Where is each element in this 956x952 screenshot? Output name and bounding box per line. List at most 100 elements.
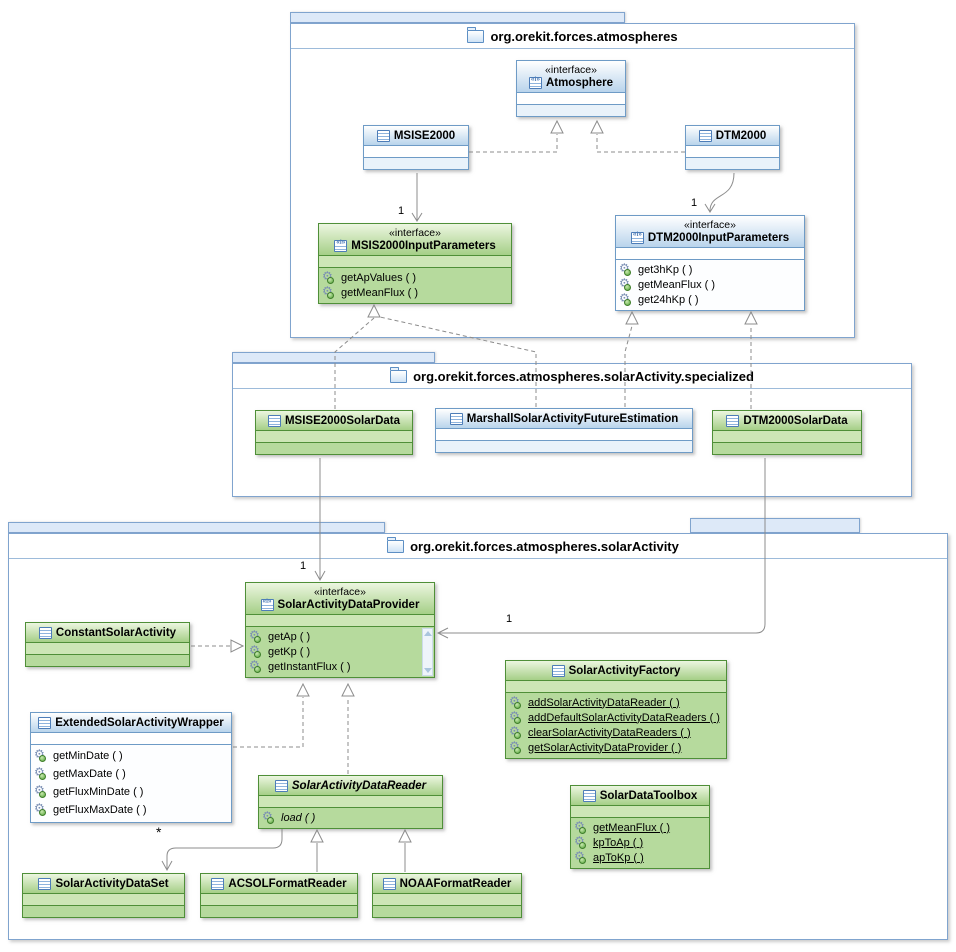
package-tab-solaractivity[interactable]	[8, 522, 385, 533]
method-row[interactable]: getKp ( )	[246, 644, 421, 659]
class-solardatatoolbox[interactable]: SolarDataToolbox getMeanFlux ( ) kpToAp …	[570, 785, 710, 869]
class-header: SolarActivityDataSet	[23, 874, 184, 894]
class-dtm2000inputparameters[interactable]: «interface» DTM2000InputParameters get3h…	[615, 215, 805, 311]
operations-compartment	[713, 443, 861, 454]
multiplicity-label: 1	[506, 613, 513, 625]
class-header: SolarDataToolbox	[571, 786, 709, 806]
class-header: MarshallSolarActivityFutureEstimation	[436, 409, 692, 429]
class-name: Atmosphere	[545, 77, 614, 89]
method-label: load ( )	[281, 811, 316, 824]
method-label: getFluxMaxDate ( )	[53, 804, 147, 816]
method-row[interactable]: getApValues ( )	[319, 270, 511, 285]
class-name: DTM2000	[715, 130, 767, 142]
method-icon	[34, 784, 49, 798]
class-dtm2000[interactable]: DTM2000	[685, 125, 780, 170]
method-row[interactable]: getInstantFlux ( )	[246, 659, 421, 674]
operations-compartment: load ( )	[259, 808, 442, 828]
operations-compartment: getMinDate ( ) getMaxDate ( ) getFluxMin…	[31, 745, 231, 822]
stereotype-label: «interface»	[545, 64, 597, 76]
package-tab-atmospheres[interactable]	[290, 12, 625, 23]
method-icon	[34, 766, 49, 780]
class-name: NOAAFormatReader	[399, 878, 512, 890]
method-label: kpToAp ( )	[593, 836, 644, 849]
class-solaractivitydatareader[interactable]: SolarActivityDataReader load ( )	[258, 775, 443, 829]
attributes-compartment	[517, 93, 625, 105]
class-extendedsolaractivitywrapper[interactable]: ExtendedSolarActivityWrapper getMinDate …	[30, 712, 232, 823]
method-icon	[249, 629, 264, 643]
package-header-atmospheres[interactable]: org.orekit.forces.atmospheres	[291, 24, 854, 49]
attributes-compartment	[26, 643, 189, 655]
method-row[interactable]: apToKp ( )	[571, 850, 709, 865]
interface-icon	[260, 599, 274, 611]
method-icon	[34, 802, 49, 816]
method-row[interactable]: getFluxMinDate ( )	[31, 783, 231, 801]
method-label: getMeanFlux ( )	[593, 821, 671, 834]
class-icon	[267, 415, 281, 427]
method-row[interactable]: addSolarActivityDataReader ( )	[506, 695, 726, 710]
multiplicity-label: *	[156, 824, 162, 840]
interface-icon	[528, 77, 542, 89]
class-constantsolaractivity[interactable]: ConstantSolarActivity	[25, 622, 190, 667]
package-header-specialized[interactable]: org.orekit.forces.atmospheres.solarActiv…	[233, 364, 911, 389]
attributes-compartment	[571, 806, 709, 818]
class-msise2000[interactable]: MSISE2000	[363, 125, 469, 170]
scroll-up-icon[interactable]	[424, 631, 432, 636]
class-dtm2000solardata[interactable]: DTM2000SolarData	[712, 410, 862, 455]
method-row[interactable]: getMaxDate ( )	[31, 765, 231, 783]
method-label: apToKp ( )	[593, 851, 644, 864]
method-icon	[574, 835, 589, 849]
package-header-solaractivity[interactable]: org.orekit.forces.atmospheres.solarActiv…	[9, 534, 947, 559]
attributes-compartment	[364, 146, 468, 158]
operations-compartment	[201, 906, 357, 917]
stereotype-label: «interface»	[314, 586, 366, 598]
package-tab-fragment	[690, 518, 860, 533]
method-row[interactable]: getAp ( )	[246, 629, 421, 644]
attributes-compartment	[259, 796, 442, 808]
operations-compartment: addSolarActivityDataReader ( ) addDefaul…	[506, 693, 726, 758]
class-solaractivitydataprovider[interactable]: «interface» SolarActivityDataProvider ge…	[245, 582, 435, 678]
class-msise2000solardata[interactable]: MSISE2000SolarData	[255, 410, 413, 455]
method-icon	[509, 740, 524, 754]
class-msis2000inputparameters[interactable]: «interface» MSIS2000InputParameters getA…	[318, 223, 512, 304]
class-header: SolarActivityDataReader	[259, 776, 442, 796]
method-label: getAp ( )	[268, 630, 311, 643]
method-row[interactable]: getMinDate ( )	[31, 747, 231, 765]
class-solaractivityfactory[interactable]: SolarActivityFactory addSolarActivityDat…	[505, 660, 727, 759]
class-name: DTM2000InputParameters	[647, 232, 790, 244]
package-tab-specialized[interactable]	[232, 352, 435, 363]
scroll-down-icon[interactable]	[424, 668, 432, 673]
class-header: «interface» DTM2000InputParameters	[616, 216, 804, 248]
method-row[interactable]: get3hKp ( )	[616, 262, 804, 277]
method-row[interactable]: getMeanFlux ( )	[571, 820, 709, 835]
method-row[interactable]: load ( )	[259, 810, 442, 825]
method-row[interactable]: getSolarActivityDataProvider ( )	[506, 740, 726, 755]
method-row[interactable]: addDefaultSolarActivityDataReaders ( )	[506, 710, 726, 725]
class-name: SolarActivityDataSet	[55, 878, 169, 890]
class-marshallsolaractivityfutureestimation[interactable]: MarshallSolarActivityFutureEstimation	[435, 408, 693, 453]
method-row[interactable]: clearSolarActivityDataReaders ( )	[506, 725, 726, 740]
class-name: SolarActivityFactory	[568, 665, 681, 677]
folder-icon	[467, 27, 485, 43]
class-noaaformatreader[interactable]: NOAAFormatReader	[372, 873, 522, 918]
class-acsolformatreader[interactable]: ACSOLFormatReader	[200, 873, 358, 918]
class-header: MSISE2000	[364, 126, 468, 146]
method-icon	[509, 725, 524, 739]
scrollbar[interactable]	[422, 628, 433, 676]
operations-compartment	[436, 441, 692, 452]
method-row[interactable]: get24hKp ( )	[616, 292, 804, 307]
method-label: get24hKp ( )	[638, 293, 699, 306]
method-row[interactable]: getFluxMaxDate ( )	[31, 801, 231, 819]
method-row[interactable]: getMeanFlux ( )	[319, 285, 511, 300]
class-atmosphere[interactable]: «interface» Atmosphere	[516, 60, 626, 117]
class-icon	[38, 627, 52, 639]
method-row[interactable]: getMeanFlux ( )	[616, 277, 804, 292]
multiplicity-label: 1	[691, 197, 698, 209]
attributes-compartment	[616, 248, 804, 260]
class-name: SolarActivityDataReader	[291, 780, 427, 792]
attributes-compartment	[201, 894, 357, 906]
method-label: getMinDate ( )	[53, 750, 123, 762]
operations-compartment	[23, 906, 184, 917]
method-row[interactable]: kpToAp ( )	[571, 835, 709, 850]
class-solaractivitydataset[interactable]: SolarActivityDataSet	[22, 873, 185, 918]
attributes-compartment	[256, 431, 412, 443]
